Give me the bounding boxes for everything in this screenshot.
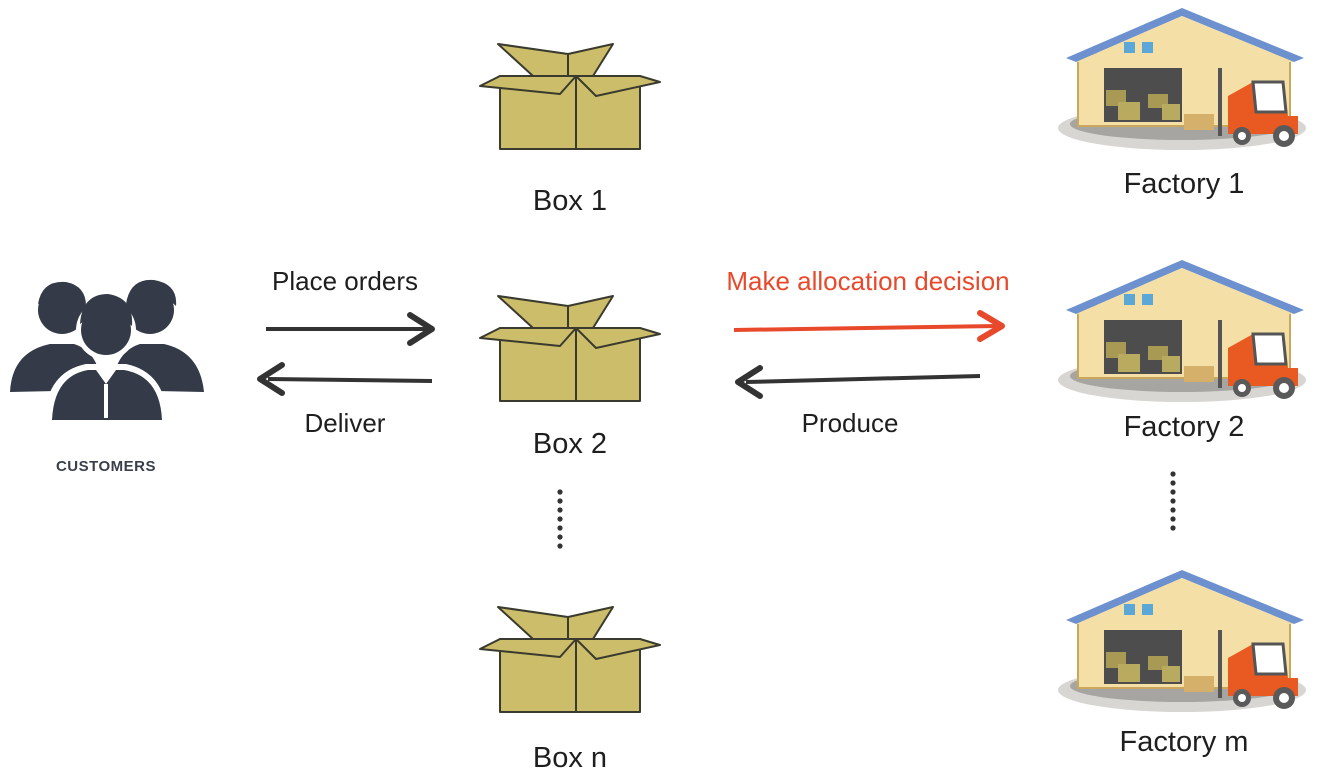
allocation-label: Make allocation decision <box>726 266 1010 296</box>
box-1-icon <box>479 43 661 150</box>
factory-ellipsis <box>1170 471 1176 531</box>
box-n-icon <box>479 606 661 713</box>
allocation-arrow <box>733 310 1005 342</box>
factory-2-icon <box>1056 258 1308 404</box>
box-2-label: Box 2 <box>532 428 608 460</box>
deliver-label: Deliver <box>304 408 386 438</box>
produce-label: Produce <box>801 408 899 438</box>
box-1-label: Box 1 <box>532 185 608 217</box>
place-orders-arrow <box>266 312 435 346</box>
produce-arrow <box>735 365 981 399</box>
factory-1-label: Factory 1 <box>1123 168 1245 200</box>
factory-m-icon <box>1056 568 1308 714</box>
deliver-arrow <box>257 362 433 396</box>
factory-1-icon <box>1056 6 1308 152</box>
box-n-label: Box n <box>532 742 608 774</box>
factory-m-label: Factory m <box>1119 726 1249 758</box>
customers-label: CUSTOMERS <box>55 458 157 475</box>
box-2-icon <box>479 295 661 402</box>
factory-2-label: Factory 2 <box>1123 411 1245 443</box>
place-orders-label: Place orders <box>272 266 418 296</box>
box-ellipsis <box>557 489 563 549</box>
customers-group-icon <box>10 279 204 422</box>
